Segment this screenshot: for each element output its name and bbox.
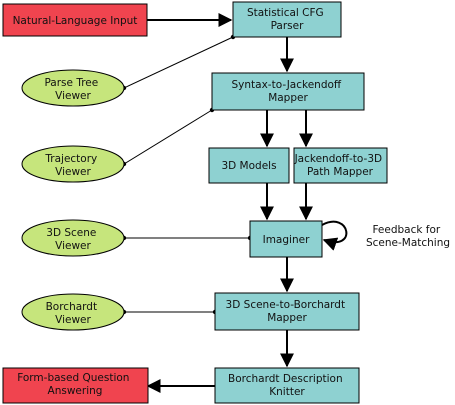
node-statistical-cfg-parser: Statistical CFG Parser — [232, 1, 342, 38]
tap-trajectory — [123, 109, 213, 165]
svg-text:3D Models: 3D Models — [221, 160, 276, 172]
svg-text:3D Scene-to-Borchardt Ma: 3D Scene-to-Borchardt Mapper — [226, 299, 349, 324]
node-imaginer: Imaginer — [249, 220, 323, 258]
svg-text:Form-based Question Answ: Form-based Question Answering — [17, 372, 133, 397]
svg-text:Borchardt Description Kn: Borchardt Description Knitter — [228, 373, 346, 398]
node-label-line: Statistical CFG — [247, 7, 324, 19]
tap-parse-tree — [123, 36, 234, 89]
viewer-label-line: Viewer — [55, 240, 91, 252]
node-syntax-to-jackendoff-mapper: Syntax-to-Jackendoff Mapper — [211, 72, 365, 111]
node-label-line: Parser — [271, 20, 305, 32]
node-natural-language-input: Natural-Language Input — [2, 3, 148, 37]
node-form-based-question-answering: Form-based Question Answering — [2, 367, 149, 404]
viewer-label-line: 3D Scene — [46, 227, 96, 239]
node-label-line: 3D Scene-to-Borchardt — [226, 299, 346, 311]
viewer-parse-tree: Parse Tree Viewer — [21, 69, 125, 107]
node-borchardt-description-knitter: Borchardt Description Knitter — [214, 367, 360, 404]
node-3d-models: 3D Models — [208, 147, 290, 184]
viewer-label-line: Borchardt — [46, 301, 98, 313]
svg-text:Imaginer: Imaginer — [263, 234, 310, 246]
viewer-label-line: Viewer — [55, 90, 91, 102]
node-label-line: Mapper — [268, 92, 308, 104]
svg-text:Statistical CFG Parser: Statistical CFG Parser — [247, 7, 327, 32]
feedback-loop-arrow — [321, 220, 348, 251]
feedback-label-line: Feedback for — [372, 224, 440, 236]
node-label-line: Form-based Question — [17, 372, 129, 384]
svg-text:Parse Tree Viewer: Parse Tree Viewer — [44, 77, 101, 102]
svg-text:Borchardt Viewer: Borchardt Viewer — [46, 301, 101, 326]
viewer-label-line: Parse Tree — [44, 77, 98, 89]
svg-text:Natural-Language Input: Natural-Language Input — [13, 15, 138, 27]
svg-text:Feedback for Scene-Match: Feedback for Scene-Matching — [366, 224, 450, 249]
viewer-trajectory: Trajectory Viewer — [21, 145, 125, 183]
node-label-line: Path Mapper — [307, 166, 374, 178]
svg-text:Trajectory Viewer: Trajectory Viewer — [44, 153, 100, 178]
feedback-label: Feedback for Scene-Matching — [366, 224, 450, 249]
connectors — [123, 13, 348, 393]
viewer-3d-scene: 3D Scene Viewer — [21, 219, 125, 257]
node-label-line: Knitter — [269, 386, 305, 398]
svg-text:Jackendoff-to-3D Path Ma: Jackendoff-to-3D Path Mapper — [294, 153, 386, 178]
node-jackendoff-to-3d-path-mapper: Jackendoff-to-3D Path Mapper — [293, 147, 388, 184]
svg-text:Syntax-to-Jackendoff Map: Syntax-to-Jackendoff Mapper — [232, 79, 345, 104]
node-label-line: 3D Models — [221, 160, 276, 172]
viewer-label-line: Viewer — [55, 314, 91, 326]
node-label-line: Syntax-to-Jackendoff — [232, 79, 342, 91]
node-label-line: Jackendoff-to-3D — [294, 153, 383, 165]
node-label-line: Imaginer — [263, 234, 310, 246]
node-3d-scene-to-borchardt-mapper: 3D Scene-to-Borchardt Mapper — [214, 292, 360, 331]
node-label-line: Mapper — [267, 312, 307, 324]
feedback-label-line: Scene-Matching — [366, 237, 450, 249]
viewer-label-line: Trajectory — [44, 153, 97, 165]
viewer-label-line: Viewer — [55, 166, 91, 178]
node-label-line: Natural-Language Input — [13, 15, 138, 27]
svg-text:3D Scene Viewer: 3D Scene Viewer — [46, 227, 99, 252]
node-label-line: Borchardt Description — [228, 373, 343, 385]
node-label-line: Answering — [48, 385, 103, 397]
viewer-borchardt: Borchardt Viewer — [21, 293, 125, 331]
